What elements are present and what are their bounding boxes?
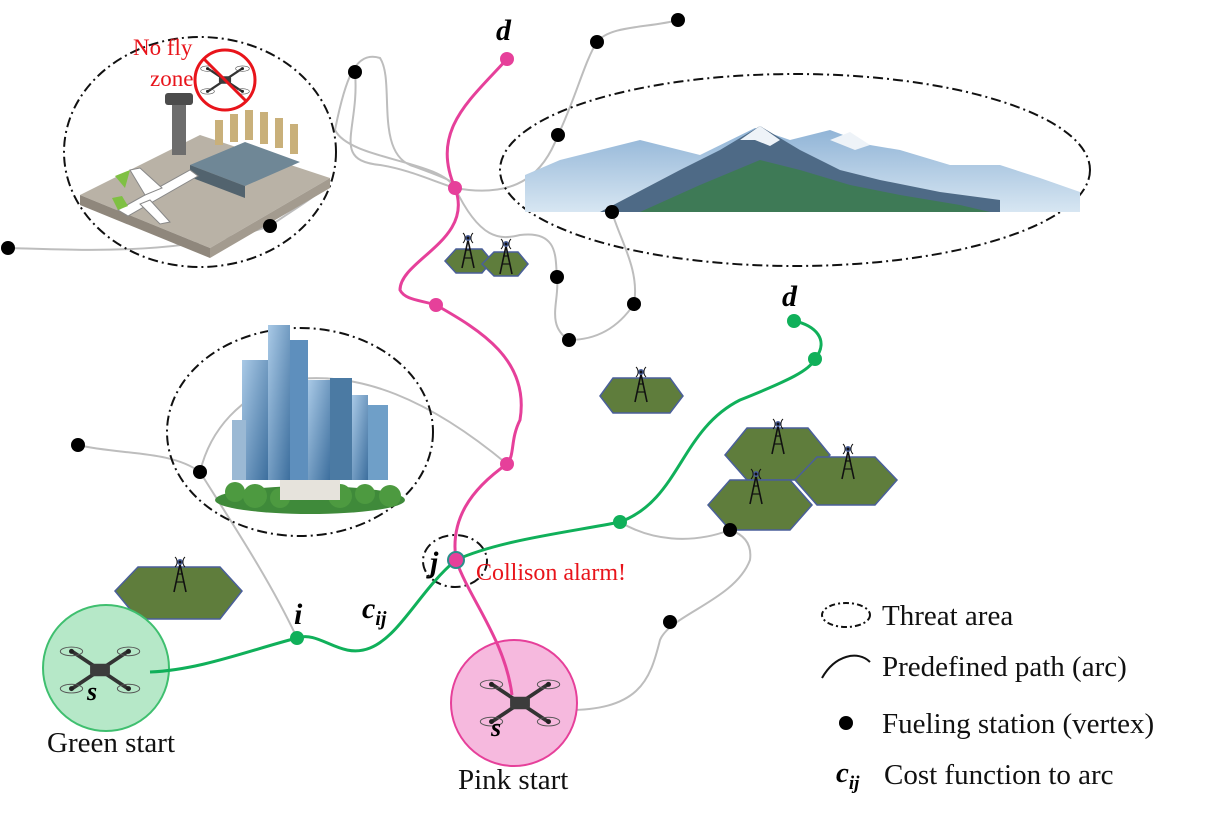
cost-label: cij [362, 592, 387, 630]
legend-threat-area-icon [821, 602, 871, 628]
fueling-station-vertex [605, 205, 619, 219]
green-destination-label: d [782, 280, 798, 313]
legend-cost-symbol: cij [836, 757, 860, 794]
hex-cell-2 [599, 377, 684, 414]
green-path-vertices [290, 314, 822, 645]
fueling-station-vertex [551, 128, 565, 142]
legend-path-icon [821, 654, 871, 679]
pink-vertex [448, 181, 462, 195]
no-fly-label-line1: No fly [133, 35, 193, 60]
pink-vertex [429, 298, 443, 312]
fueling-station-vertex [627, 297, 641, 311]
collision-vertex-j [447, 551, 465, 569]
fueling-station-vertex [263, 219, 277, 233]
fueling-station-vertex [71, 438, 85, 452]
collision-alarm-label: Collison alarm! [476, 560, 626, 586]
legend-station-label: Fueling station (vertex) [882, 708, 1154, 740]
airplane-icon [112, 167, 199, 225]
pink-start-label: Pink start [458, 764, 568, 796]
fueling-station-vertex [590, 35, 604, 49]
green-source-label: s [86, 677, 97, 706]
fueling-station-vertex [550, 270, 564, 284]
pink-vertex [500, 457, 514, 471]
fueling-station-vertex [562, 333, 576, 347]
green-vertex [808, 352, 822, 366]
cell-tower-hexes [113, 232, 899, 620]
fueling-station-vertex [723, 523, 737, 537]
legend-path-label: Predefined path (arc) [882, 651, 1127, 683]
grey-path-top-right [454, 19, 679, 192]
no-fly-zone-threat-area [63, 36, 337, 268]
green-vertex [613, 515, 627, 529]
legend: Threat area Predefined path (arc) Fuelin… [821, 600, 1154, 794]
pink-path-vertices [429, 52, 514, 471]
no-fly-label-line2: zone [150, 66, 193, 91]
no-fly-zone-sign [193, 48, 257, 112]
airport-illustration [80, 93, 330, 258]
pink-destination-label: d [496, 14, 512, 47]
legend-cost-label: Cost function to arc [884, 759, 1114, 791]
hex-cell-7 [793, 456, 899, 506]
green-destination-vertex [787, 314, 801, 328]
vertex-i-label: i [294, 598, 303, 631]
hex-cell-6 [707, 479, 813, 531]
pink-source-label: s [490, 713, 501, 742]
fueling-station-vertex [348, 65, 362, 79]
fueling-station-vertex [1, 241, 15, 255]
green-start-label: Green start [47, 727, 175, 759]
grey-path-top-loop [333, 55, 458, 190]
fueling-station-vertex [671, 13, 685, 27]
fueling-stations [1, 13, 737, 629]
vertex-i [290, 631, 304, 645]
pink-destination-vertex [500, 52, 514, 66]
legend-station-icon [839, 716, 853, 730]
mountain-threat-area [499, 73, 1091, 267]
collision-threat-area [422, 534, 488, 588]
threat-areas [63, 36, 1091, 588]
grey-path-mid-right [454, 187, 637, 342]
fueling-station-vertex [193, 465, 207, 479]
city-illustration [215, 325, 405, 514]
legend-threat-area-label: Threat area [882, 600, 1013, 632]
vertex-j-label: j [426, 546, 439, 579]
city-threat-area [166, 327, 434, 537]
grey-path-pink-right [559, 521, 752, 712]
fueling-station-vertex [663, 615, 677, 629]
mountain-illustration [525, 126, 1080, 212]
